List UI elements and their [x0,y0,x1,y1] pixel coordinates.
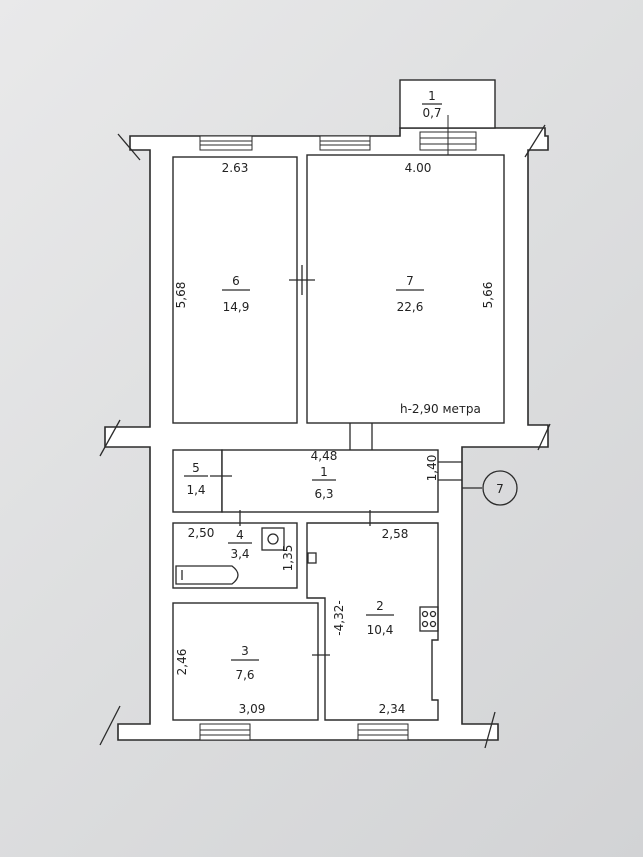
sink-drain [267,533,279,545]
room-number: 1 [320,465,328,479]
room-area: 0,7 [422,106,441,120]
room-label-5: 5 1,4 [184,461,208,497]
room-area: 14,9 [223,300,250,314]
break-line [99,705,121,746]
break-line [484,711,496,749]
room-label-1-hall: 1 6,3 [312,465,336,501]
dimension-label: 4,48 [311,449,338,463]
ventilation-shaft [307,552,317,564]
room-number: 3 [241,644,249,658]
sink [261,527,285,551]
marker-circle [482,470,518,506]
break-line [537,423,551,451]
room-area: 3,4 [230,547,249,561]
room-7 [306,154,505,424]
room-number: 2 [376,599,384,613]
dimension-label: 2.63 [222,161,249,175]
dimension-label: 1,35 [281,545,295,572]
balcony-door [419,115,477,155]
bathtub [175,565,239,585]
room-area: 10,4 [367,623,394,637]
dimension-label: 2,46 [175,649,189,676]
dimension-label: 4.00 [405,161,432,175]
break-line [524,124,546,158]
dimension-label: 5,66 [481,282,495,309]
room-number: 4 [236,528,244,542]
room-4-bath [172,522,298,589]
room-3 [172,602,319,721]
break-line [117,133,141,161]
dimension-label: 2,50 [188,526,215,540]
room-area: 7,6 [235,668,254,682]
room-label-6: 6 14,9 [222,274,250,314]
stove-icon [419,606,439,632]
room-number: 7 [406,274,414,288]
room-label-balcony: 1 0,7 [422,89,442,120]
room-5 [172,449,223,513]
door-marks [210,265,462,656]
dimension-label: 5,68 [174,282,188,309]
room-area: 1,4 [186,483,205,497]
window-bottom-left [199,723,251,741]
window-top-middle [319,135,371,151]
ceiling-height-label: h-2,90 метра [400,402,481,416]
dimension-label: 2,58 [382,527,409,541]
marker-label: 7 [496,482,504,496]
room-area: 6,3 [314,487,333,501]
window-bottom-right [357,723,409,741]
room-label-4: 4 3,4 [228,528,252,561]
room-1-hall [221,449,439,513]
dimension-label: -4,32- [332,600,346,635]
room-2-kitchen [306,522,439,721]
room-area: 22,6 [397,300,424,314]
dimension-label: 3,09 [239,702,266,716]
break-line [99,419,121,457]
room-number: 6 [232,274,240,288]
window-top-left [199,135,253,151]
dimension-label: 1,40 [425,455,439,482]
room-number: 5 [192,461,200,475]
dimension-label: 2,34 [379,702,406,716]
room-label-2: 2 10,4 [366,599,394,637]
room-label-7: 7 22,6 [396,274,424,314]
room-label-3: 3 7,6 [231,644,259,682]
room-number: 1 [428,89,436,103]
